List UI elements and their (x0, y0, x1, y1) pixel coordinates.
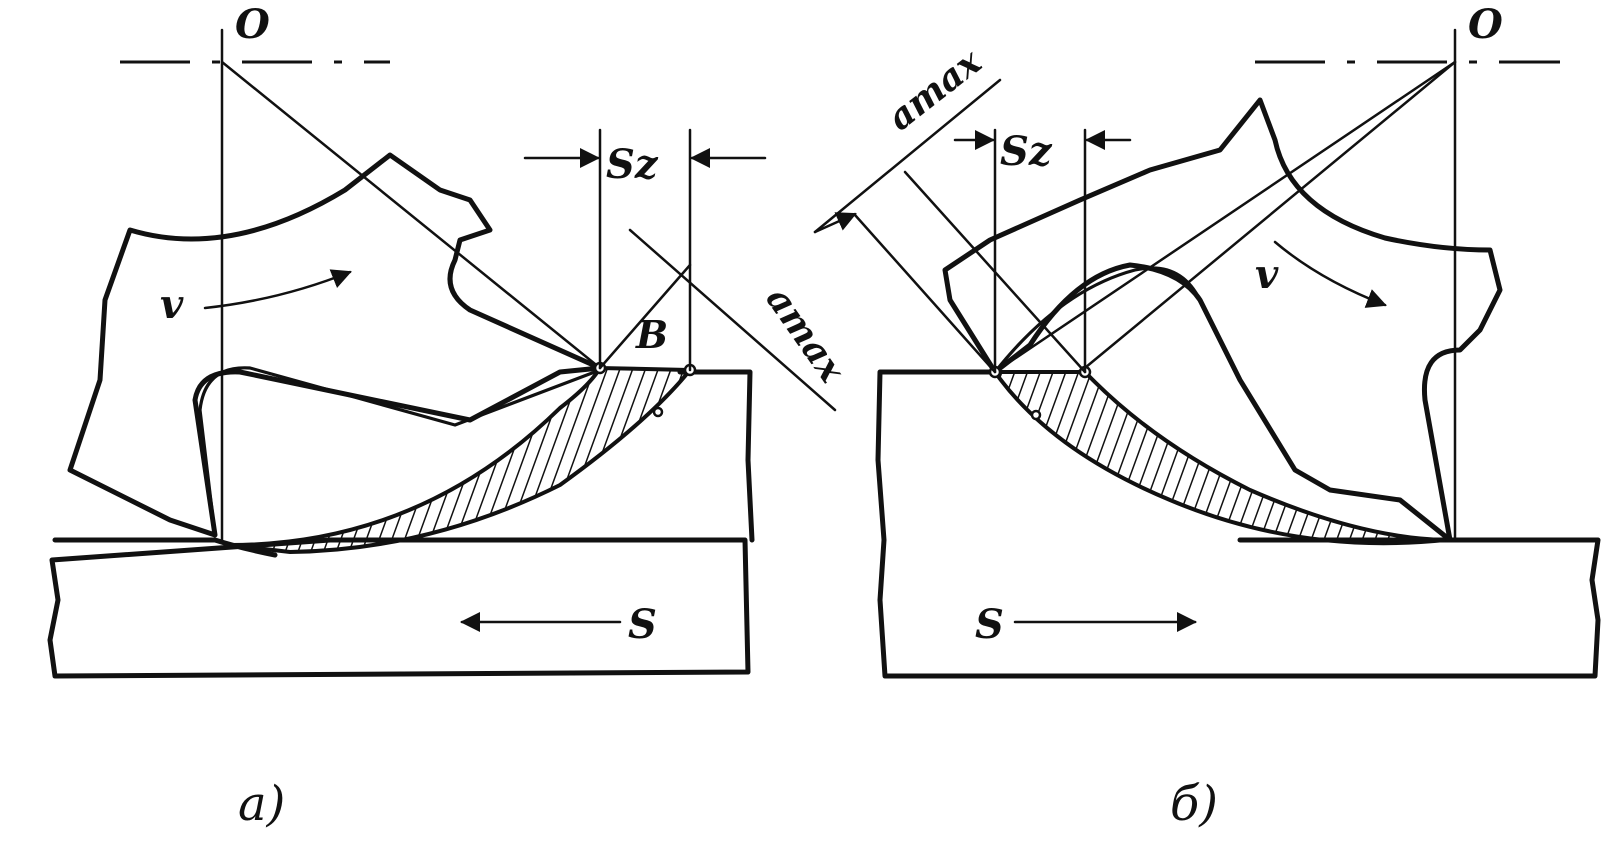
velocity-arrow-a (203, 269, 352, 310)
chip-a (229, 365, 695, 555)
amax-dim-a (598, 263, 692, 370)
velocity-label-a: v (160, 281, 184, 328)
amax-edge-b1 (853, 213, 997, 374)
chip-point-b2 (1030, 409, 1042, 421)
panel-b: O Sz v amax S б) (813, 1, 1601, 832)
caption-b: б) (1170, 776, 1218, 832)
center-label-b: O (1468, 1, 1503, 48)
center-label-a: O (235, 1, 270, 48)
radius-line-b (993, 60, 1457, 374)
feed-label-a: S (628, 601, 657, 648)
amax-line-a (628, 228, 837, 412)
cutter-body-a (67, 152, 603, 538)
caption-a: a) (238, 776, 285, 832)
workpiece-step-a (677, 369, 755, 543)
sz-label-b: Sz (1000, 128, 1053, 175)
radius-line-a (220, 60, 602, 370)
amax-label-a: amax (758, 279, 854, 391)
amax-line-b (813, 78, 1002, 234)
amax-label-b: amax (880, 40, 990, 139)
amax-edge-b2 (903, 170, 1087, 374)
feed-label-b: S (975, 601, 1004, 648)
chip-point-a2 (652, 406, 664, 418)
tooth-outline-a (198, 366, 602, 537)
velocity-label-b: v (1255, 251, 1279, 298)
width-label-a: B (635, 312, 668, 357)
panel-a: O Sz v B amax S a) (47, 1, 854, 832)
amax-arrow-b (813, 212, 857, 234)
chip-b (991, 370, 1446, 546)
tooth-outline-b (993, 266, 1202, 374)
sz-label-a: Sz (606, 141, 659, 188)
velocity-arrow-b (1273, 240, 1387, 308)
radius-line-b2 (1078, 60, 1457, 374)
